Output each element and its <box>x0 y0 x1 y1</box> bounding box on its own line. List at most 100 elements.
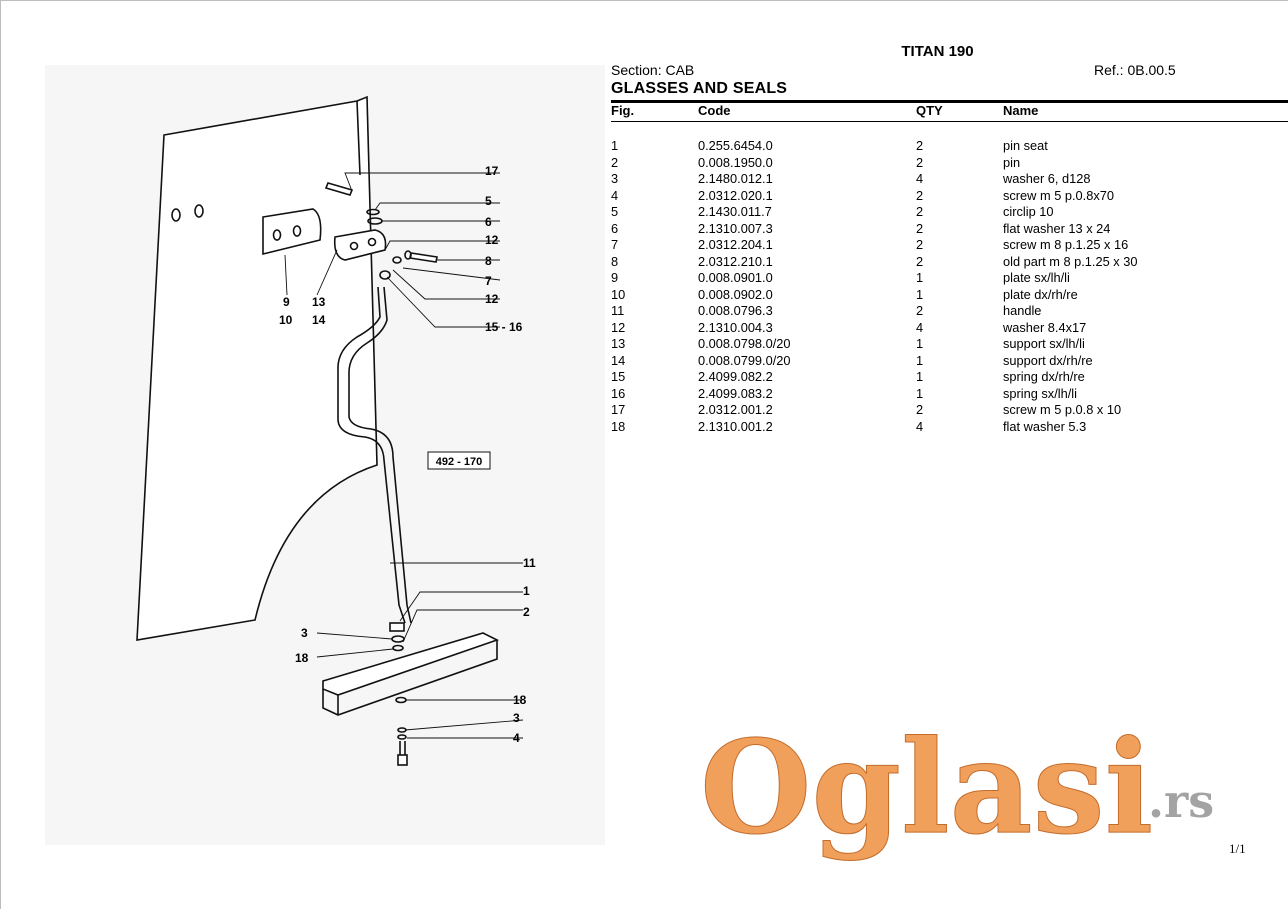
part-code: 0.008.0901.0 <box>698 270 773 285</box>
callout-2: 2 <box>523 605 530 619</box>
part-qty: 4 <box>916 418 924 434</box>
part-fig: 12 <box>611 319 626 335</box>
part-code: 2.1480.012.1 <box>698 171 773 186</box>
part-code: 0.008.0796.3 <box>698 303 773 318</box>
part-name: pin seat <box>1003 138 1048 153</box>
table-row: 5 2.1430.011.7 2 circlip 10 <box>611 204 1203 221</box>
part-name: pin <box>1003 154 1021 170</box>
diagram-drawing: 492 - 170 17 5 6 12 8 7 12 15 - 16 9 10 … <box>136 95 536 766</box>
callout-10: 10 <box>279 313 293 327</box>
callout-4: 4 <box>513 731 520 745</box>
part-qty: 1 <box>916 385 924 401</box>
column-header-fig: Fig. <box>611 103 635 118</box>
part-name: spring dx/rh/re <box>1003 369 1085 384</box>
part-qty: 4 <box>916 171 924 186</box>
callout-7: 7 <box>485 274 492 288</box>
part-code: 2.1430.011.7 <box>698 204 772 219</box>
column-header-name: Name <box>1003 103 1039 118</box>
part-code: 2.4099.083.2 <box>698 385 773 401</box>
table-row: 18 2.1310.001.2 4 flat washer 5.3 <box>611 419 1203 436</box>
watermark-suffix-text: .rs <box>1148 774 1215 828</box>
part-name: plate dx/rh/re <box>1003 286 1078 302</box>
part-fig: 1 <box>611 138 619 153</box>
part-fig: 6 <box>611 220 619 236</box>
page-border-left <box>0 0 1 909</box>
callout-12-upper: 12 <box>485 233 499 247</box>
callout-14: 14 <box>312 313 326 327</box>
part-qty: 2 <box>916 253 924 269</box>
part-code: 2.0312.001.2 <box>698 402 773 417</box>
part-name: support dx/rh/re <box>1003 352 1093 368</box>
part-qty: 2 <box>916 237 924 252</box>
part-name: flat washer 5.3 <box>1003 418 1087 434</box>
part-qty: 1 <box>916 270 924 285</box>
part-name: old part m 8 p.1.25 x 30 <box>1003 253 1138 269</box>
part-name: screw m 5 p.0.8 x 10 <box>1003 402 1122 417</box>
part-code: 2.0312.020.1 <box>698 187 773 203</box>
part-name: support sx/lh/li <box>1003 336 1085 351</box>
part-qty: 1 <box>916 286 924 302</box>
part-fig: 4 <box>611 187 619 203</box>
part-fig: 17 <box>611 402 626 417</box>
part-code: 0.255.6454.0 <box>698 138 773 153</box>
callout-15-16: 15 - 16 <box>485 320 523 334</box>
part-name: flat washer 13 x 24 <box>1003 220 1111 236</box>
part-fig: 3 <box>611 171 619 186</box>
part-qty: 1 <box>916 352 924 368</box>
part-qty: 2 <box>916 204 924 219</box>
column-header-qty: QTY <box>916 103 943 118</box>
part-qty: 1 <box>916 369 924 384</box>
part-code: 2.1310.004.3 <box>698 319 773 335</box>
callout-18-lower: 18 <box>513 693 527 707</box>
oglasi-watermark-logo: Oglasi .rs <box>699 712 1230 872</box>
part-code: 0.008.0902.0 <box>698 286 773 302</box>
part-qty: 2 <box>916 187 924 203</box>
callout-3-lower: 3 <box>513 711 520 725</box>
part-code: 0.008.1950.0 <box>698 154 773 170</box>
table-row: 3 2.1480.012.1 4 washer 6, d128 <box>611 171 1203 188</box>
part-name: circlip 10 <box>1003 204 1054 219</box>
part-fig: 5 <box>611 204 619 219</box>
callout-3-upper: 3 <box>301 626 308 640</box>
callout-6: 6 <box>485 215 492 229</box>
part-code: 0.008.0799.0/20 <box>698 352 791 368</box>
part-fig: 15 <box>611 369 626 384</box>
table-row: 4 2.0312.020.1 2 screw m 5 p.0.8x70 <box>611 188 1203 205</box>
column-header-code: Code <box>698 103 731 118</box>
part-fig: 16 <box>611 385 626 401</box>
part-fig: 9 <box>611 270 619 285</box>
part-name: screw m 5 p.0.8x70 <box>1003 187 1114 203</box>
part-fig: 13 <box>611 336 626 351</box>
callout-9: 9 <box>283 295 290 309</box>
part-code: 2.1310.001.2 <box>698 418 773 434</box>
part-name: handle <box>1003 303 1042 318</box>
section-label: Section: CAB <box>611 62 695 78</box>
page-number: 1/1 <box>1229 841 1246 856</box>
callout-11: 11 <box>523 556 536 570</box>
part-name: washer 6, d128 <box>1003 171 1091 186</box>
reference-label: Ref.: 0B.00.5 <box>1094 62 1176 78</box>
callout-12-lower: 12 <box>485 292 499 306</box>
part-code: 2.0312.204.1 <box>698 237 773 252</box>
part-fig: 8 <box>611 253 619 269</box>
part-code: 0.008.0798.0/20 <box>698 336 791 351</box>
part-code: 2.0312.210.1 <box>698 253 773 269</box>
model-title: TITAN 190 <box>901 43 974 60</box>
part-qty: 2 <box>916 303 924 318</box>
callout-8: 8 <box>485 254 492 268</box>
part-qty: 4 <box>916 319 924 335</box>
header-rule-thin <box>611 121 1288 122</box>
part-fig: 10 <box>611 286 626 302</box>
part-name: washer 8.4x17 <box>1003 319 1087 335</box>
callout-5: 5 <box>485 194 492 208</box>
header-rule-thick <box>611 100 1288 103</box>
part-fig: 18 <box>611 418 626 434</box>
